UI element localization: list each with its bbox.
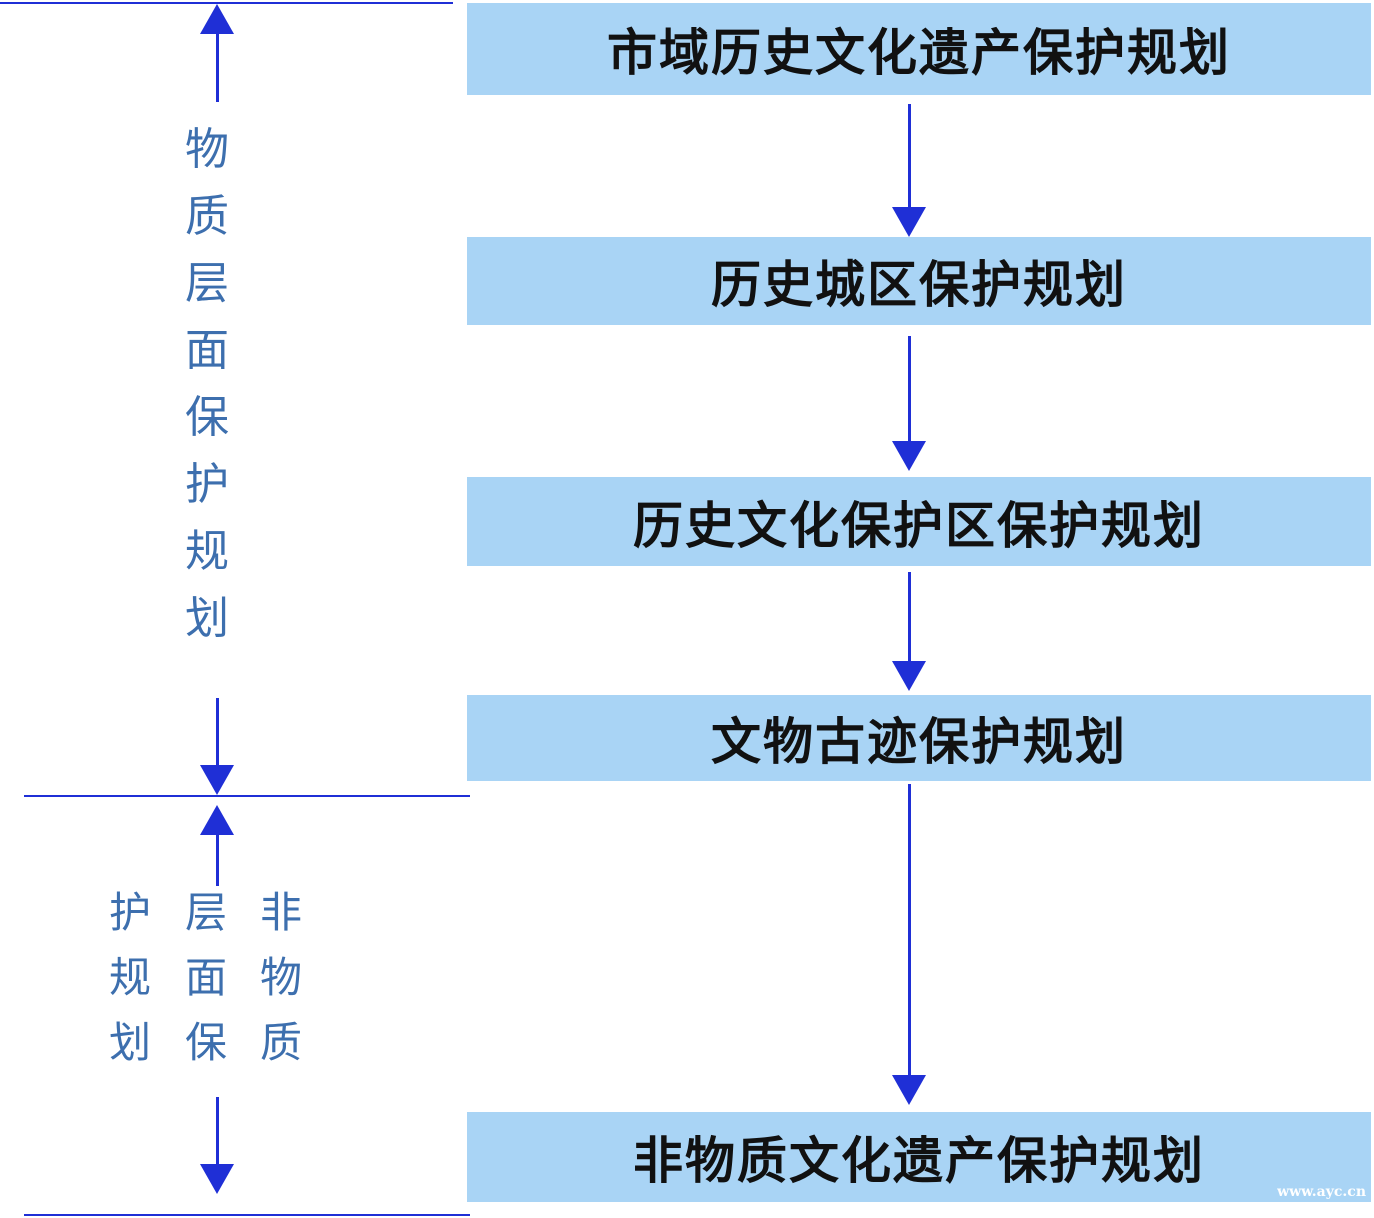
nonmaterial-label-col3: 非 物 质	[259, 888, 302, 1067]
material-down-arrow-head	[200, 765, 234, 795]
connector-arrow-2-head	[892, 441, 926, 471]
nonmaterial-down-arrow-shaft	[216, 1097, 219, 1167]
connector-arrow-3-head	[892, 661, 926, 691]
nonmaterial-label-col1: 护 规 划	[108, 888, 151, 1067]
bottom-divider-line	[24, 1214, 470, 1216]
nonmaterial-down-arrow-head	[200, 1164, 234, 1194]
connector-arrow-4-shaft	[908, 784, 911, 1078]
material-down-arrow-shaft	[216, 698, 219, 768]
top-divider-line	[0, 2, 453, 4]
box-city-heritage-plan: 市域历史文化遗产保护规划	[467, 3, 1371, 95]
connector-arrow-2-shaft	[908, 336, 911, 444]
box-historic-district-plan: 历史城区保护规划	[467, 237, 1371, 325]
watermark-text: www.ayc.cn	[1277, 1184, 1366, 1200]
connector-arrow-1-head	[892, 207, 926, 237]
material-up-arrow-shaft	[216, 30, 219, 102]
connector-arrow-4-head	[892, 1075, 926, 1105]
box-relics-plan: 文物古迹保护规划	[467, 695, 1371, 781]
box-intangible-heritage-plan: 非物质文化遗产保护规划	[467, 1112, 1371, 1202]
nonmaterial-label-col2: 层 面 保	[184, 888, 227, 1067]
box-conservation-area-plan: 历史文化保护区保护规划	[467, 477, 1371, 566]
connector-arrow-3-shaft	[908, 572, 911, 664]
material-level-label: 物 质 层 面 保 护 规 划	[185, 124, 229, 644]
material-up-arrow-head	[200, 4, 234, 34]
nonmaterial-up-arrow-shaft	[216, 832, 219, 886]
middle-divider-line	[24, 795, 470, 797]
connector-arrow-1-shaft	[908, 104, 911, 210]
nonmaterial-up-arrow-head	[200, 805, 234, 835]
